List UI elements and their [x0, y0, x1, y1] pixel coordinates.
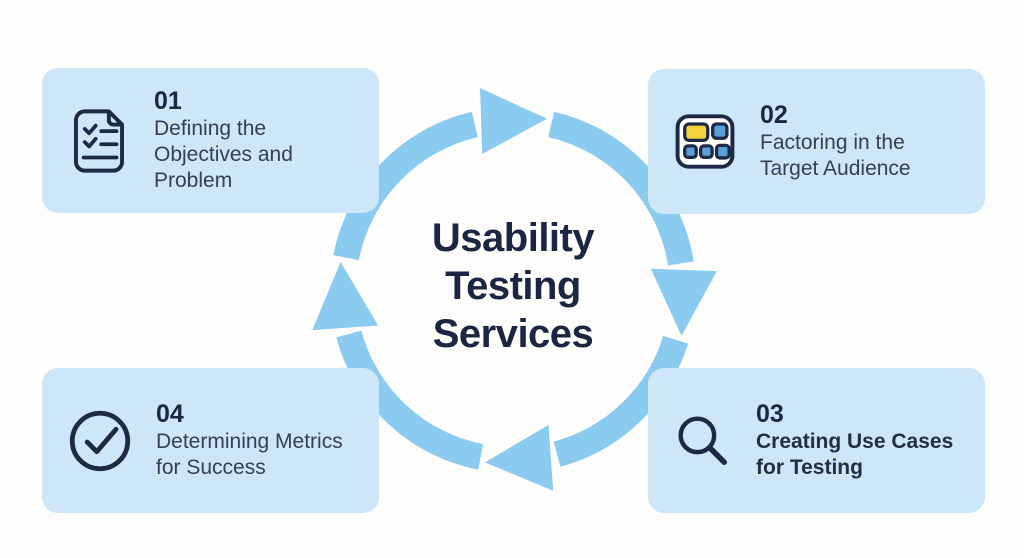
step-text: 01 Defining the Objectives and Problem — [154, 87, 319, 194]
app-grid-icon — [674, 113, 736, 170]
cycle-arc-left-top — [333, 111, 478, 261]
diagram-title: Usability Testing Services — [353, 214, 673, 358]
step-card-03: 03 Creating Use Cases for Testing — [648, 368, 985, 513]
cycle-arrowhead-top — [479, 88, 548, 154]
check-circle-icon — [68, 409, 132, 473]
step-label: Determining Metrics for Success — [156, 430, 343, 479]
step-card-04: 04 Determining Metrics for Success — [42, 368, 379, 513]
step-label: Defining the Objectives and Problem — [154, 117, 293, 192]
cycle-arrowhead-left — [312, 261, 379, 331]
step-number: 04 — [156, 400, 184, 428]
step-text: 03 Creating Use Cases for Testing — [756, 400, 969, 481]
cycle-arrowhead-bottom — [484, 424, 554, 491]
diagram-title-line-2: Testing — [445, 264, 581, 308]
step-text: 02 Factoring in the Target Audience — [760, 101, 945, 182]
cycle-arc-right-bottom — [553, 335, 689, 467]
magnifier-icon — [674, 412, 732, 470]
step-number: 03 — [756, 400, 784, 428]
step-card-01: 01 Defining the Objectives and Problem — [42, 68, 379, 213]
step-number: 01 — [154, 87, 182, 115]
cycle-arrowhead-right — [650, 268, 717, 336]
diagram-title-line-1: Usability — [431, 216, 595, 260]
checklist-document-icon — [68, 107, 130, 175]
step-card-02: 02 Factoring in the Target Audience — [648, 69, 985, 214]
step-number: 02 — [760, 101, 788, 129]
step-label: Factoring in the Target Audience — [760, 131, 911, 180]
cycle-arc-bottom-left — [336, 330, 484, 470]
step-label: Creating Use Cases for Testing — [756, 430, 954, 479]
cycle-arc-top-right — [548, 111, 694, 266]
diagram-title-line-3: Services — [432, 312, 594, 356]
step-text: 04 Determining Metrics for Success — [156, 400, 363, 481]
